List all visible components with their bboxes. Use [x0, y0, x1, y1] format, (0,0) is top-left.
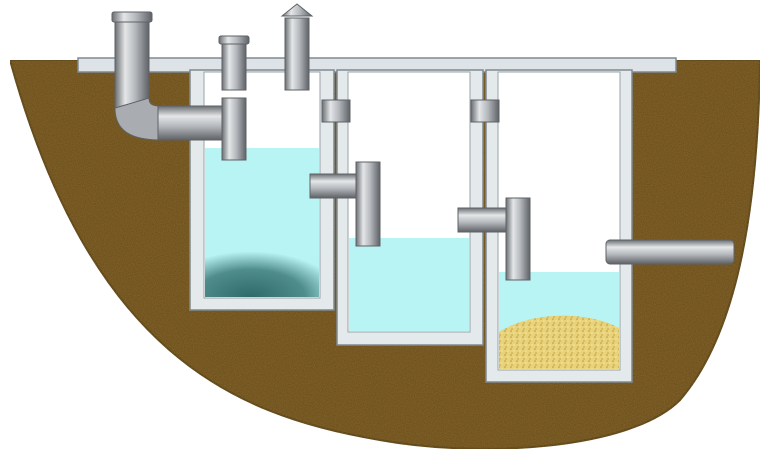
inlet-tee [221, 97, 247, 161]
water-chamber-2 [349, 238, 469, 331]
wall-vent-1 [321, 99, 351, 123]
outlet-pipe [605, 239, 735, 265]
sludge-layer [205, 239, 319, 297]
overflow-tee-1 [309, 161, 381, 247]
vent-pipe [218, 35, 250, 91]
chamber-3 [485, 69, 633, 383]
vent-stack-with-cap [280, 3, 314, 91]
wall-vent-2 [470, 99, 500, 123]
sand-filter-layer [499, 315, 619, 369]
overflow-tee-2 [457, 197, 531, 281]
